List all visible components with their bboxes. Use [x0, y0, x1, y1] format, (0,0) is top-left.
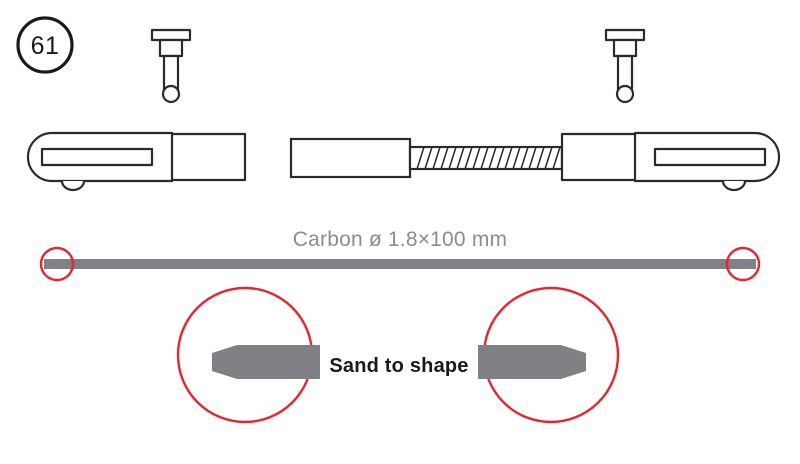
pin-right-head: [604, 28, 646, 42]
detail-view-right: [478, 286, 620, 424]
rod-right-end-highlight: [725, 246, 761, 282]
detail-right-tapered-tip: [478, 345, 586, 379]
sand-to-shape-caption: Sand to shape: [329, 355, 468, 377]
fork-right-slot: [653, 147, 767, 167]
threaded-link: [289, 137, 564, 179]
fork-left-bottom-tab: [60, 180, 86, 192]
clevis-fork-right: [560, 131, 781, 192]
pin-left: [150, 28, 192, 104]
fork-right-shank: [560, 132, 639, 182]
pin-left-ball-end: [161, 84, 181, 104]
link-thread-hatching: [416, 146, 561, 170]
pin-left-collar: [158, 38, 184, 58]
step-badge-ring: [16, 16, 74, 74]
rod-left-end-highlight: [39, 246, 75, 282]
carbon-rod-label: Carbon ø 1.8×100 mm: [293, 228, 508, 251]
link-threaded-rod: [408, 145, 564, 171]
fork-left-shank: [168, 132, 247, 182]
carbon-rod-assembly: [39, 246, 761, 282]
fork-left-slot: [40, 147, 154, 167]
detail-left-tapered-tip: [212, 345, 320, 379]
step-number-text: 61: [31, 32, 60, 60]
pin-right-collar: [612, 38, 638, 58]
pin-right-ball-end: [615, 84, 635, 104]
fork-right-bottom-tab: [721, 180, 747, 192]
step-number-badge: 61: [16, 16, 74, 74]
pin-left-head: [150, 28, 192, 42]
detail-view-left: [176, 286, 320, 424]
clevis-fork-left: [26, 131, 247, 192]
carbon-rod-bar: [44, 259, 756, 269]
link-tube: [289, 137, 412, 179]
pin-right: [604, 28, 646, 104]
